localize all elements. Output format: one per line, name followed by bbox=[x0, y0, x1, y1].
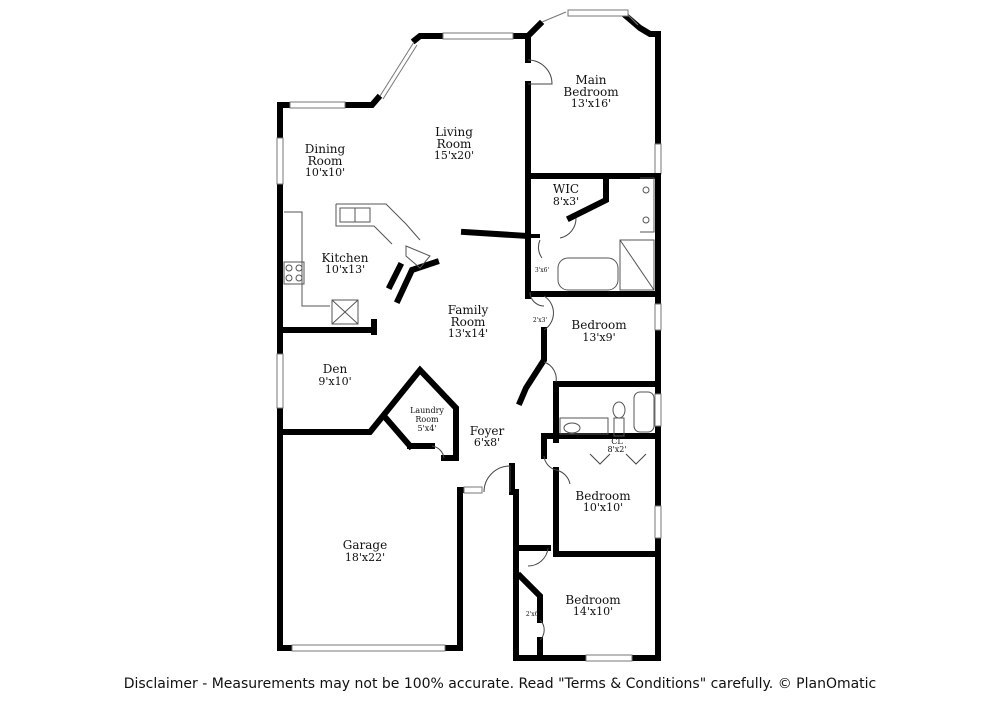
garage-name: Garage bbox=[343, 538, 387, 552]
bedroom-3-size: 14'x10' bbox=[573, 605, 613, 618]
bedroom-2-name: Bedroom bbox=[575, 489, 631, 503]
dining-room-name-2: Room bbox=[308, 154, 343, 168]
closet-name: CL bbox=[611, 437, 623, 446]
windows bbox=[276, 9, 662, 662]
disclaimer-text: Disclaimer - Measurements may not be 100… bbox=[123, 676, 877, 692]
hall-closet-1-label: 2'x3' bbox=[533, 317, 548, 324]
foyer-name: Foyer bbox=[470, 424, 505, 438]
room-family-room: Family Room 13'x14' bbox=[448, 303, 489, 340]
dining-room-name-1: Dining bbox=[305, 142, 346, 156]
main-bedroom-name-1: Main bbox=[575, 73, 606, 87]
room-wic: WIC 8'x3' bbox=[553, 182, 579, 208]
doors bbox=[431, 59, 647, 641]
living-room-name-2: Room bbox=[437, 137, 472, 151]
fixtures bbox=[283, 177, 655, 437]
family-room-size: 13'x14' bbox=[448, 327, 488, 340]
family-room-name-1: Family bbox=[448, 303, 489, 317]
room-den: Den 9'x10' bbox=[318, 362, 351, 388]
kitchen-size: 10'x13' bbox=[325, 263, 365, 276]
room-closet: CL 8'x2' bbox=[607, 437, 626, 454]
living-room-size: 15'x20' bbox=[434, 149, 474, 162]
bedroom-2-size: 10'x10' bbox=[583, 501, 623, 514]
room-laundry-room: Laundry Room 5'x4' bbox=[410, 406, 444, 433]
room-kitchen: Kitchen 10'x13' bbox=[322, 251, 369, 276]
living-room-name-1: Living bbox=[435, 125, 473, 139]
hall-closet-2-label: 2'x6' bbox=[526, 611, 541, 618]
room-foyer: Foyer 6'x8' bbox=[470, 424, 505, 449]
room-dining-room: Dining Room 10'x10' bbox=[305, 142, 346, 179]
family-room-name-2: Room bbox=[451, 315, 486, 329]
dining-room-size: 10'x10' bbox=[305, 166, 345, 179]
room-garage: Garage 18'x22' bbox=[343, 538, 387, 564]
room-bedroom-2: Bedroom 10'x10' bbox=[575, 489, 631, 514]
laundry-room-name-1: Laundry bbox=[410, 406, 444, 415]
main-bedroom-name-2: Bedroom bbox=[563, 85, 619, 99]
room-main-bedroom: Main Bedroom 13'x16' bbox=[563, 73, 619, 110]
foyer-size: 6'x8' bbox=[474, 436, 500, 449]
garage-size: 18'x22' bbox=[345, 551, 385, 564]
wic-name: WIC bbox=[553, 182, 579, 196]
room-bedroom-3: Bedroom 14'x10' bbox=[565, 593, 621, 618]
wic-size: 8'x3' bbox=[553, 195, 579, 208]
interior-walls bbox=[277, 33, 661, 661]
bedroom-1-size: 13'x9' bbox=[582, 331, 615, 344]
kitchen-name: Kitchen bbox=[322, 251, 369, 265]
bath-closet-label: 3'x6' bbox=[535, 267, 550, 274]
den-name: Den bbox=[323, 362, 348, 376]
laundry-room-name-2: Room bbox=[415, 415, 439, 424]
main-bedroom-size: 13'x16' bbox=[571, 97, 611, 110]
room-bedroom-1: Bedroom 13'x9' bbox=[571, 318, 627, 344]
closet-size: 8'x2' bbox=[607, 445, 626, 454]
room-living-room: Living Room 15'x20' bbox=[434, 125, 474, 162]
laundry-room-size: 5'x4' bbox=[417, 424, 436, 433]
bedroom-3-name: Bedroom bbox=[565, 593, 621, 607]
den-size: 9'x10' bbox=[318, 375, 351, 388]
bedroom-1-name: Bedroom bbox=[571, 318, 627, 332]
